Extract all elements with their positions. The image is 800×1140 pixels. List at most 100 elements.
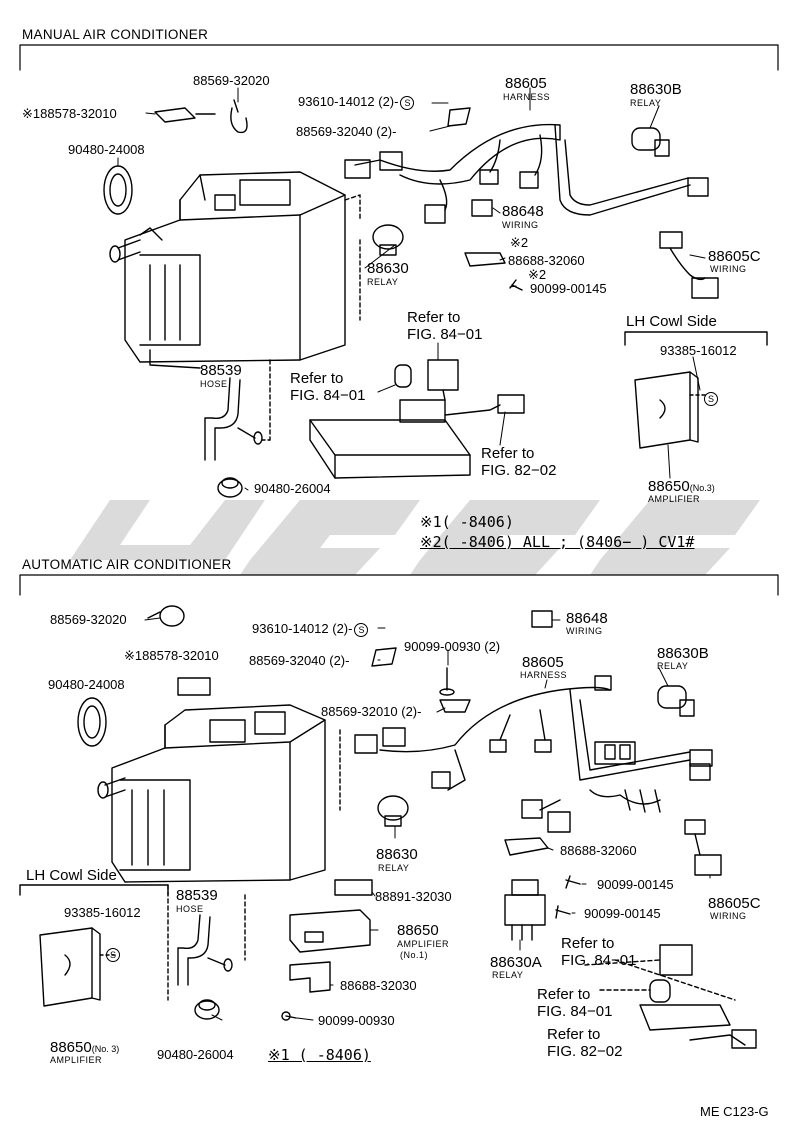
auto-part-88630-desc: RELAY (378, 863, 410, 873)
auto-part-88605-desc: HARNESS (520, 670, 568, 680)
auto-part-88630A-desc: RELAY (492, 970, 524, 980)
auto-grommet-90480-24008 (77, 697, 107, 747)
auto-part-90480-24008: 90480-24008 (48, 677, 125, 692)
manual-grommet-90480-24008 (103, 165, 133, 215)
manual-evaporator-unit (109, 171, 361, 369)
auto-part-90099-00145b: 90099-00145 (584, 906, 661, 921)
manual-s-mark: S (702, 390, 718, 408)
manual-ref-84-b-line1: Refer to (290, 370, 344, 387)
manual-part-88688-32060: 88688-32060 (508, 253, 585, 268)
manual-note-1: ※1( -8406) (420, 513, 514, 531)
auto-bracket-88569-32040 (371, 647, 397, 667)
manual-part-90099-mark: ※2 (528, 267, 547, 282)
manual-part-93610: 93610-14012 (2)-S (298, 95, 415, 110)
manual-part-88605C: 88605C (708, 248, 761, 265)
auto-part-188578: ※188578-32010 (124, 648, 219, 663)
manual-part-88569-32040: 88569-32040 (2)- (296, 124, 397, 139)
auto-amplifier-88650-no3 (39, 927, 116, 1007)
auto-part-90099-00145: 90099-00145 (597, 877, 674, 892)
manual-part-88648-desc: WIRING (502, 220, 539, 230)
auto-amplifier-88650-no1 (289, 909, 371, 953)
manual-ref-82-line2: FIG. 82−02 (481, 462, 557, 479)
manual-ref-84-b-line2: FIG. 84−01 (290, 387, 366, 404)
auto-ref-84-b-line2: FIG. 84−01 (537, 1003, 613, 1020)
auto-part-88650-no3: 88650(No. 3) (50, 1039, 120, 1056)
auto-wiring-88648 (531, 610, 553, 628)
auto-ref-84-a-line2: FIG. 84−01 (561, 952, 637, 969)
auto-part-88605C-desc: WIRING (710, 911, 747, 921)
footer-figure-code: ME C123-G (700, 1104, 769, 1119)
s-mark-icon: S (106, 947, 120, 962)
manual-part-88648: 88648 (502, 203, 544, 220)
auto-ref-82-line1: Refer to (547, 1026, 601, 1043)
s-mark-icon: S (704, 391, 718, 406)
manual-hose-88539 (204, 359, 271, 461)
auto-part-93385: 93385-16012 (64, 905, 141, 920)
auto-note-1: ※1 ( -8406) (268, 1046, 371, 1064)
manual-part-88569-32020: 88569-32020 (193, 73, 270, 88)
manual-part-88539: 88539 (200, 362, 242, 379)
manual-amplifier-88650 (634, 371, 706, 449)
auto-harness-88605 (354, 675, 713, 833)
manual-part-88539-desc: HOSE (200, 379, 228, 389)
auto-part-88891: 88891-32030 (375, 889, 452, 904)
auto-part-88630A: 88630A (490, 954, 542, 971)
manual-wiring-88648 (471, 199, 493, 217)
auto-part-88688-32030: 88688-32030 (340, 978, 417, 993)
manual-part-88630B: 88630B (630, 81, 682, 98)
manual-section-title: MANUAL AIR CONDITIONER (22, 27, 209, 42)
manual-relay-88630B (631, 127, 670, 157)
manual-part-88650-desc: AMPLIFIER (648, 494, 701, 504)
auto-grommet-90480-26004 (194, 999, 220, 1020)
manual-ref-82-line1: Refer to (481, 445, 535, 462)
auto-part-88569-32010: 88569-32010 (2)- (321, 704, 422, 719)
manual-part-88630: 88630 (367, 260, 409, 277)
auto-relay-88630A (504, 879, 546, 941)
auto-part-88569-32040: 88569-32040 (2)- (249, 653, 350, 668)
auto-refer-components (584, 944, 757, 1049)
auto-seal-packing (177, 677, 211, 696)
manual-part-90480-24008: 90480-24008 (68, 142, 145, 157)
manual-part-88605: 88605 (505, 75, 547, 92)
auto-s-mark: S (104, 946, 120, 964)
manual-seal-packing (154, 107, 216, 123)
auto-section-title: AUTOMATIC AIR CONDITIONER (22, 557, 232, 572)
manual-part-88650: 88650(No.3) (648, 478, 715, 495)
manual-section-frame (19, 44, 779, 71)
manual-wiring-88605C (659, 231, 719, 299)
auto-clamp-88569-32020 (147, 605, 185, 627)
manual-part-90480-26004: 90480-26004 (254, 481, 331, 496)
auto-part-88891 (334, 879, 373, 896)
auto-screws (281, 875, 581, 1021)
s-mark-icon: S (354, 622, 369, 637)
auto-part-93610: 93610-14012 (2)-S (252, 622, 369, 637)
manual-ref-84-a-line2: FIG. 84−01 (407, 326, 483, 343)
manual-part-188578: ※188578-32010 (22, 106, 117, 121)
auto-bracket-88688-32060 (504, 837, 549, 856)
auto-part-88630: 88630 (376, 846, 418, 863)
manual-clamp-88569-32020 (230, 99, 248, 134)
auto-part-90480-26004: 90480-26004 (157, 1047, 234, 1062)
auto-part-88648: 88648 (566, 610, 608, 627)
auto-part-88569-32020: 88569-32020 (50, 612, 127, 627)
manual-part-88688-mark: ※2 (510, 235, 529, 250)
manual-note-2: ※2( -8406) ALL ; (8406− ) CV1# (420, 533, 695, 551)
manual-harness-88605 (344, 107, 709, 224)
auto-part-88650-no3-desc: AMPLIFIER (50, 1055, 103, 1065)
auto-ref-82-line2: FIG. 82−02 (547, 1043, 623, 1060)
leader-lines (117, 87, 711, 1021)
auto-part-88630B-desc: RELAY (657, 661, 689, 671)
auto-ref-84-a-line1: Refer to (561, 935, 615, 952)
auto-part-88650-no1-number: (No.1) (400, 950, 429, 960)
auto-part-88648-desc: WIRING (566, 626, 603, 636)
auto-section-frame (19, 574, 779, 596)
auto-evaporator-unit (97, 704, 341, 883)
manual-part-88605C-desc: WIRING (710, 264, 747, 274)
auto-part-88539-desc: HOSE (176, 904, 204, 914)
auto-wiring-88605C (684, 819, 722, 876)
auto-relay-88630B (657, 685, 695, 717)
manual-control-box (309, 359, 525, 479)
manual-bracket-88688-32060 (464, 252, 506, 267)
manual-lh-cowl-bracket (624, 331, 768, 346)
